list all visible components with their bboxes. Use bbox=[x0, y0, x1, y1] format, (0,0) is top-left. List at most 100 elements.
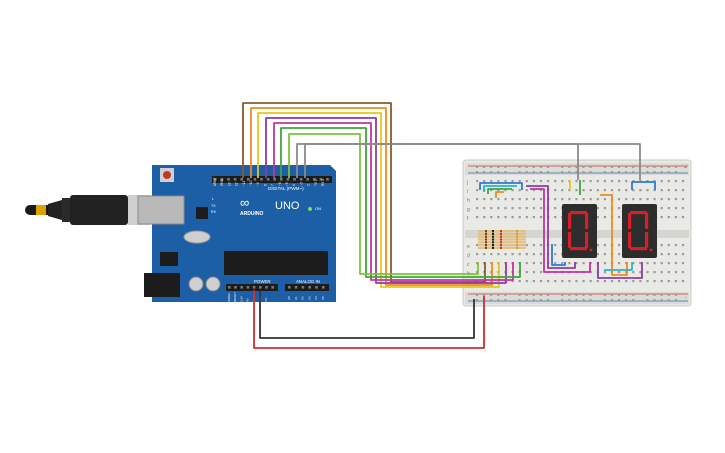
rail-hole bbox=[653, 299, 656, 301]
blue-wire[interactable] bbox=[479, 182, 523, 190]
breadboard-hole bbox=[532, 180, 535, 183]
black-wire[interactable] bbox=[259, 290, 475, 339]
seven-segment-display-1[interactable] bbox=[562, 204, 597, 258]
breadboard-hole bbox=[575, 198, 578, 201]
magenta-wire[interactable] bbox=[530, 188, 591, 273]
digital-pin-label: 8 bbox=[263, 184, 267, 186]
blue-wire[interactable] bbox=[631, 181, 656, 190]
gray-wire[interactable] bbox=[304, 143, 641, 180]
resistor-band bbox=[500, 232, 502, 235]
rail-hole bbox=[490, 166, 493, 168]
breadboard-hole bbox=[582, 198, 585, 201]
analog-header[interactable] bbox=[285, 284, 329, 291]
lime-wire[interactable] bbox=[288, 133, 479, 275]
analog-pin-label: A5 bbox=[321, 296, 325, 300]
breadboard-hole bbox=[525, 180, 528, 183]
green-wire[interactable] bbox=[280, 127, 521, 278]
breadboard-hole bbox=[618, 280, 621, 283]
rail-hole bbox=[518, 299, 521, 301]
breadboard-hole bbox=[518, 189, 521, 192]
header-pin bbox=[306, 178, 309, 181]
breadboard-hole bbox=[618, 253, 621, 256]
power-header[interactable] bbox=[226, 284, 278, 291]
cyan-wire[interactable] bbox=[604, 262, 633, 271]
breadboard-hole bbox=[625, 198, 628, 201]
breadboard-hole bbox=[532, 244, 535, 247]
breadboard-hole bbox=[596, 216, 599, 219]
breadboard-hole bbox=[625, 280, 628, 283]
rail-hole bbox=[646, 166, 649, 168]
digital-header[interactable] bbox=[212, 176, 332, 183]
brown-wire[interactable] bbox=[242, 102, 486, 283]
rail-minus-label: - bbox=[685, 295, 687, 301]
cyan-wire[interactable] bbox=[483, 185, 517, 192]
breadboard-hole bbox=[525, 280, 528, 283]
breadboard-hole bbox=[674, 244, 677, 247]
blue-wire[interactable] bbox=[551, 244, 566, 266]
orange-wire[interactable] bbox=[250, 107, 493, 286]
resistor-band bbox=[485, 235, 487, 238]
breadboard-hole bbox=[511, 280, 514, 283]
digital-pin-label: ~3 bbox=[299, 182, 303, 186]
breadboard-hole bbox=[603, 189, 606, 192]
rail-hole bbox=[618, 299, 620, 301]
row-label: j bbox=[466, 180, 468, 186]
breadboard-hole bbox=[596, 198, 599, 201]
digital-pin-label: 7 bbox=[271, 184, 275, 186]
arduino-uno-board[interactable]: ∞ UNO ARDUINO DIGITAL (PWM~) POWER ANALO… bbox=[137, 165, 336, 302]
power-label: POWER bbox=[254, 279, 271, 284]
breadboard-hole bbox=[674, 271, 677, 274]
wires[interactable] bbox=[242, 102, 656, 349]
rail-hole bbox=[625, 294, 628, 296]
breadboard-hole bbox=[504, 198, 507, 201]
rail-hole bbox=[646, 171, 649, 173]
resistor-array[interactable] bbox=[478, 230, 526, 249]
breadboard-hole bbox=[539, 262, 543, 265]
header-pin bbox=[308, 286, 311, 289]
rail-hole bbox=[490, 294, 493, 296]
digital-label: DIGITAL (PWM~) bbox=[268, 186, 304, 191]
breadboard-hole bbox=[625, 189, 628, 192]
header-pin bbox=[273, 178, 276, 181]
resistor-band bbox=[492, 246, 494, 249]
rail-hole bbox=[490, 171, 493, 173]
orange-wire[interactable] bbox=[495, 191, 504, 198]
resistor-band bbox=[485, 241, 487, 244]
seven-segment-display-2[interactable] bbox=[622, 204, 657, 258]
breadboard-hole bbox=[618, 189, 621, 192]
rail-hole bbox=[525, 294, 528, 296]
breadboard-hole bbox=[618, 271, 621, 274]
rail-hole bbox=[497, 171, 500, 173]
rail-hole bbox=[575, 171, 578, 173]
rail-hole bbox=[568, 294, 571, 296]
green-wire[interactable] bbox=[487, 188, 512, 194]
breadboard-hole bbox=[554, 262, 557, 265]
breadboard-hole bbox=[646, 189, 649, 192]
reset-button[interactable] bbox=[163, 171, 171, 179]
rail-hole bbox=[660, 171, 663, 173]
breadboard-hole bbox=[639, 262, 642, 265]
rail-hole bbox=[525, 171, 528, 173]
breadboard-hole bbox=[632, 271, 635, 274]
rail-hole bbox=[483, 294, 486, 296]
breadboard-hole bbox=[681, 198, 685, 201]
header-pin bbox=[271, 286, 274, 289]
arduino-brand-label: ARDUINO bbox=[240, 211, 263, 217]
breadboard-hole bbox=[554, 198, 557, 201]
breadboard-hole bbox=[660, 180, 663, 183]
purple-wire[interactable] bbox=[597, 262, 643, 279]
breadboard-hole bbox=[653, 280, 656, 283]
breadboard-hole bbox=[539, 216, 543, 219]
digital-pin-label: 13 bbox=[227, 182, 231, 186]
row-label: e bbox=[467, 244, 470, 250]
rail-hole bbox=[660, 299, 663, 301]
breadboard-hole bbox=[518, 198, 521, 201]
rail-hole bbox=[518, 166, 521, 168]
rail-hole bbox=[582, 171, 585, 173]
red-wire[interactable] bbox=[253, 290, 485, 349]
purple-wire[interactable] bbox=[526, 185, 576, 269]
rail-hole bbox=[625, 171, 628, 173]
breadboard-hole bbox=[660, 207, 663, 210]
header-pin bbox=[319, 178, 323, 181]
breadboard-hole bbox=[476, 253, 479, 256]
